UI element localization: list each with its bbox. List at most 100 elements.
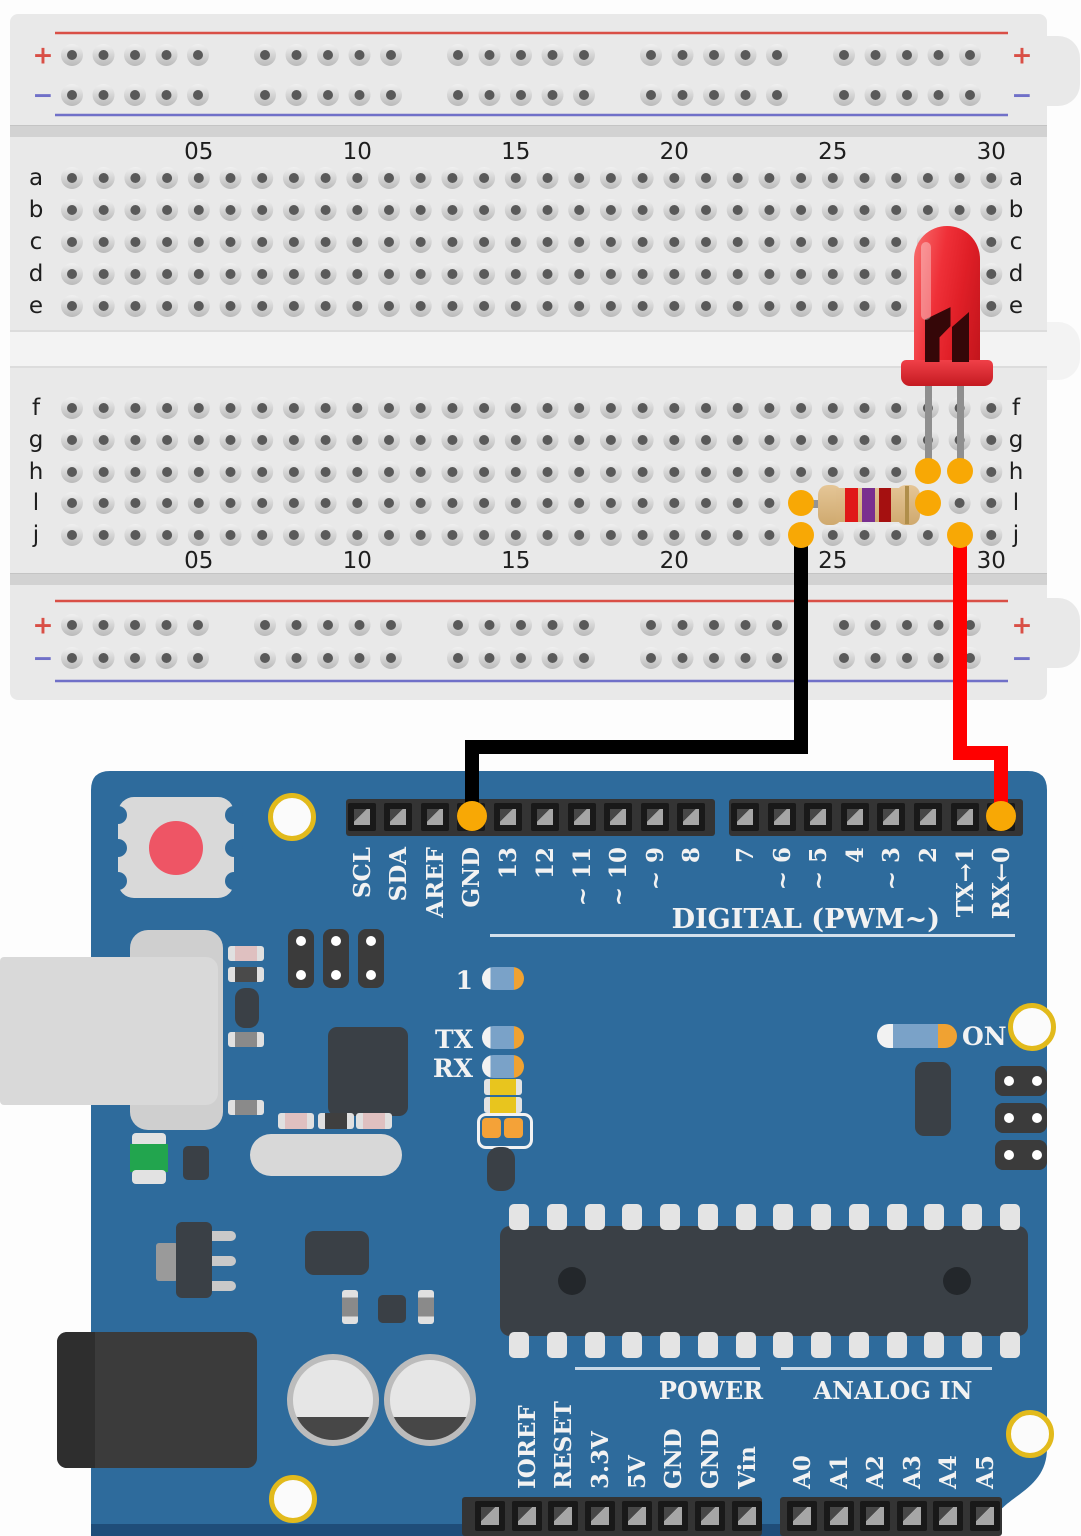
row-letter: f — [1011, 395, 1021, 421]
signal-wire-red[interactable] — [953, 535, 1008, 812]
row-letter: e — [28, 293, 44, 319]
header-pin[interactable] — [494, 803, 522, 831]
rx-led — [482, 1055, 524, 1078]
header-pin[interactable] — [604, 803, 632, 831]
row-letter: g — [28, 427, 44, 453]
transistor — [378, 1295, 406, 1323]
chip-leg — [546, 1332, 567, 1358]
header-hole — [296, 970, 306, 980]
usb-connector — [0, 957, 218, 1105]
row-letter: l — [32, 490, 40, 516]
chip-leg — [584, 1332, 605, 1358]
electrolytic-capacitor — [384, 1354, 476, 1446]
chip-leg — [622, 1204, 643, 1230]
column-number: 10 — [342, 139, 372, 165]
resonator — [477, 1113, 533, 1149]
header-pin[interactable] — [622, 1501, 652, 1531]
header-pin[interactable] — [585, 1501, 615, 1531]
row-letter: e — [1008, 293, 1024, 319]
smd-capacitor — [418, 1290, 434, 1324]
header-pin[interactable] — [824, 1501, 854, 1531]
wire-connection-dot[interactable] — [788, 490, 814, 516]
header-pin[interactable] — [475, 1501, 505, 1531]
rail-minus-mark: − — [1011, 80, 1033, 110]
header-pin[interactable] — [641, 803, 669, 831]
column-number: 15 — [501, 548, 531, 574]
mounting-hole — [1006, 1410, 1054, 1458]
header-pin[interactable] — [732, 1501, 762, 1531]
header-pin[interactable] — [384, 803, 412, 831]
header-pin[interactable] — [348, 803, 376, 831]
header-hole — [1004, 1076, 1014, 1086]
chip-leg — [962, 1204, 983, 1230]
header-pin[interactable] — [841, 803, 869, 831]
wire-connection-dot[interactable] — [915, 458, 941, 484]
row-letter: h — [28, 459, 44, 485]
wire-connection-dot[interactable] — [947, 458, 973, 484]
reset-button-cap[interactable] — [149, 821, 203, 875]
row-letter: c — [29, 229, 43, 255]
wire-connection-dot[interactable] — [986, 801, 1016, 831]
header-pin[interactable] — [877, 803, 905, 831]
header-pin[interactable] — [804, 803, 832, 831]
header-pin[interactable] — [768, 803, 796, 831]
header-pin[interactable] — [731, 803, 759, 831]
row-letter: b — [1008, 197, 1024, 223]
voltage-regulator — [176, 1222, 212, 1298]
header-hole — [1032, 1113, 1042, 1123]
op-amp-ic — [915, 1062, 951, 1136]
header-pin[interactable] — [695, 1501, 725, 1531]
chip-leg — [660, 1204, 681, 1230]
column-number: 30 — [976, 548, 1006, 574]
wire-connection-dot[interactable] — [788, 522, 814, 548]
header-pin[interactable] — [548, 1501, 578, 1531]
header-pin[interactable] — [421, 803, 449, 831]
on-led — [877, 1024, 957, 1048]
wire-connection-dot[interactable] — [457, 801, 487, 831]
resistor-band-violet — [862, 488, 875, 522]
rail-minus-mark: − — [32, 643, 54, 673]
chip-leg — [697, 1204, 718, 1230]
eeprom-ic — [305, 1231, 369, 1275]
header-pin[interactable] — [914, 803, 942, 831]
header-pin[interactable] — [568, 803, 596, 831]
chip-leg — [546, 1204, 567, 1230]
chip-leg — [886, 1204, 907, 1230]
gnd-wire-black[interactable] — [465, 535, 808, 812]
header-pin[interactable] — [658, 1501, 688, 1531]
header-pin[interactable] — [512, 1501, 542, 1531]
chip-leg — [584, 1204, 605, 1230]
row-letter: a — [1008, 165, 1024, 191]
breadboard[interactable] — [10, 14, 1047, 700]
chip-leg — [811, 1204, 832, 1230]
analog-header[interactable] — [780, 1497, 1002, 1536]
header-pin[interactable] — [531, 803, 559, 831]
header-pin[interactable] — [860, 1501, 890, 1531]
header-pin[interactable] — [897, 1501, 927, 1531]
row-letter: j — [32, 522, 40, 548]
header-pin[interactable] — [951, 803, 979, 831]
wire-connection-dot[interactable] — [915, 490, 941, 516]
transistor — [183, 1146, 209, 1180]
column-number: 25 — [818, 548, 848, 574]
chip-leg — [1000, 1204, 1020, 1230]
electrolytic-capacitor — [287, 1354, 379, 1446]
header-pin[interactable] — [933, 1501, 963, 1531]
wire-connection-dot[interactable] — [947, 522, 973, 548]
small-ic — [487, 1147, 515, 1191]
header-pin[interactable] — [970, 1501, 1000, 1531]
on-label: ON — [962, 1022, 1007, 1051]
chip-leg — [773, 1204, 794, 1230]
led-highlight — [921, 242, 931, 320]
smd-capacitor — [228, 946, 264, 961]
row-letter: g — [1008, 427, 1024, 453]
header-pin[interactable] — [787, 1501, 817, 1531]
column-number: 05 — [184, 548, 214, 574]
chip-dimple — [558, 1267, 586, 1295]
rail-plus-mark: + — [32, 40, 54, 70]
smd-resistor — [228, 967, 264, 982]
analog-separator — [781, 1367, 992, 1370]
rail-plus-mark: + — [1011, 40, 1033, 70]
header-pin[interactable] — [677, 803, 705, 831]
rail-plus-mark: + — [32, 610, 54, 640]
